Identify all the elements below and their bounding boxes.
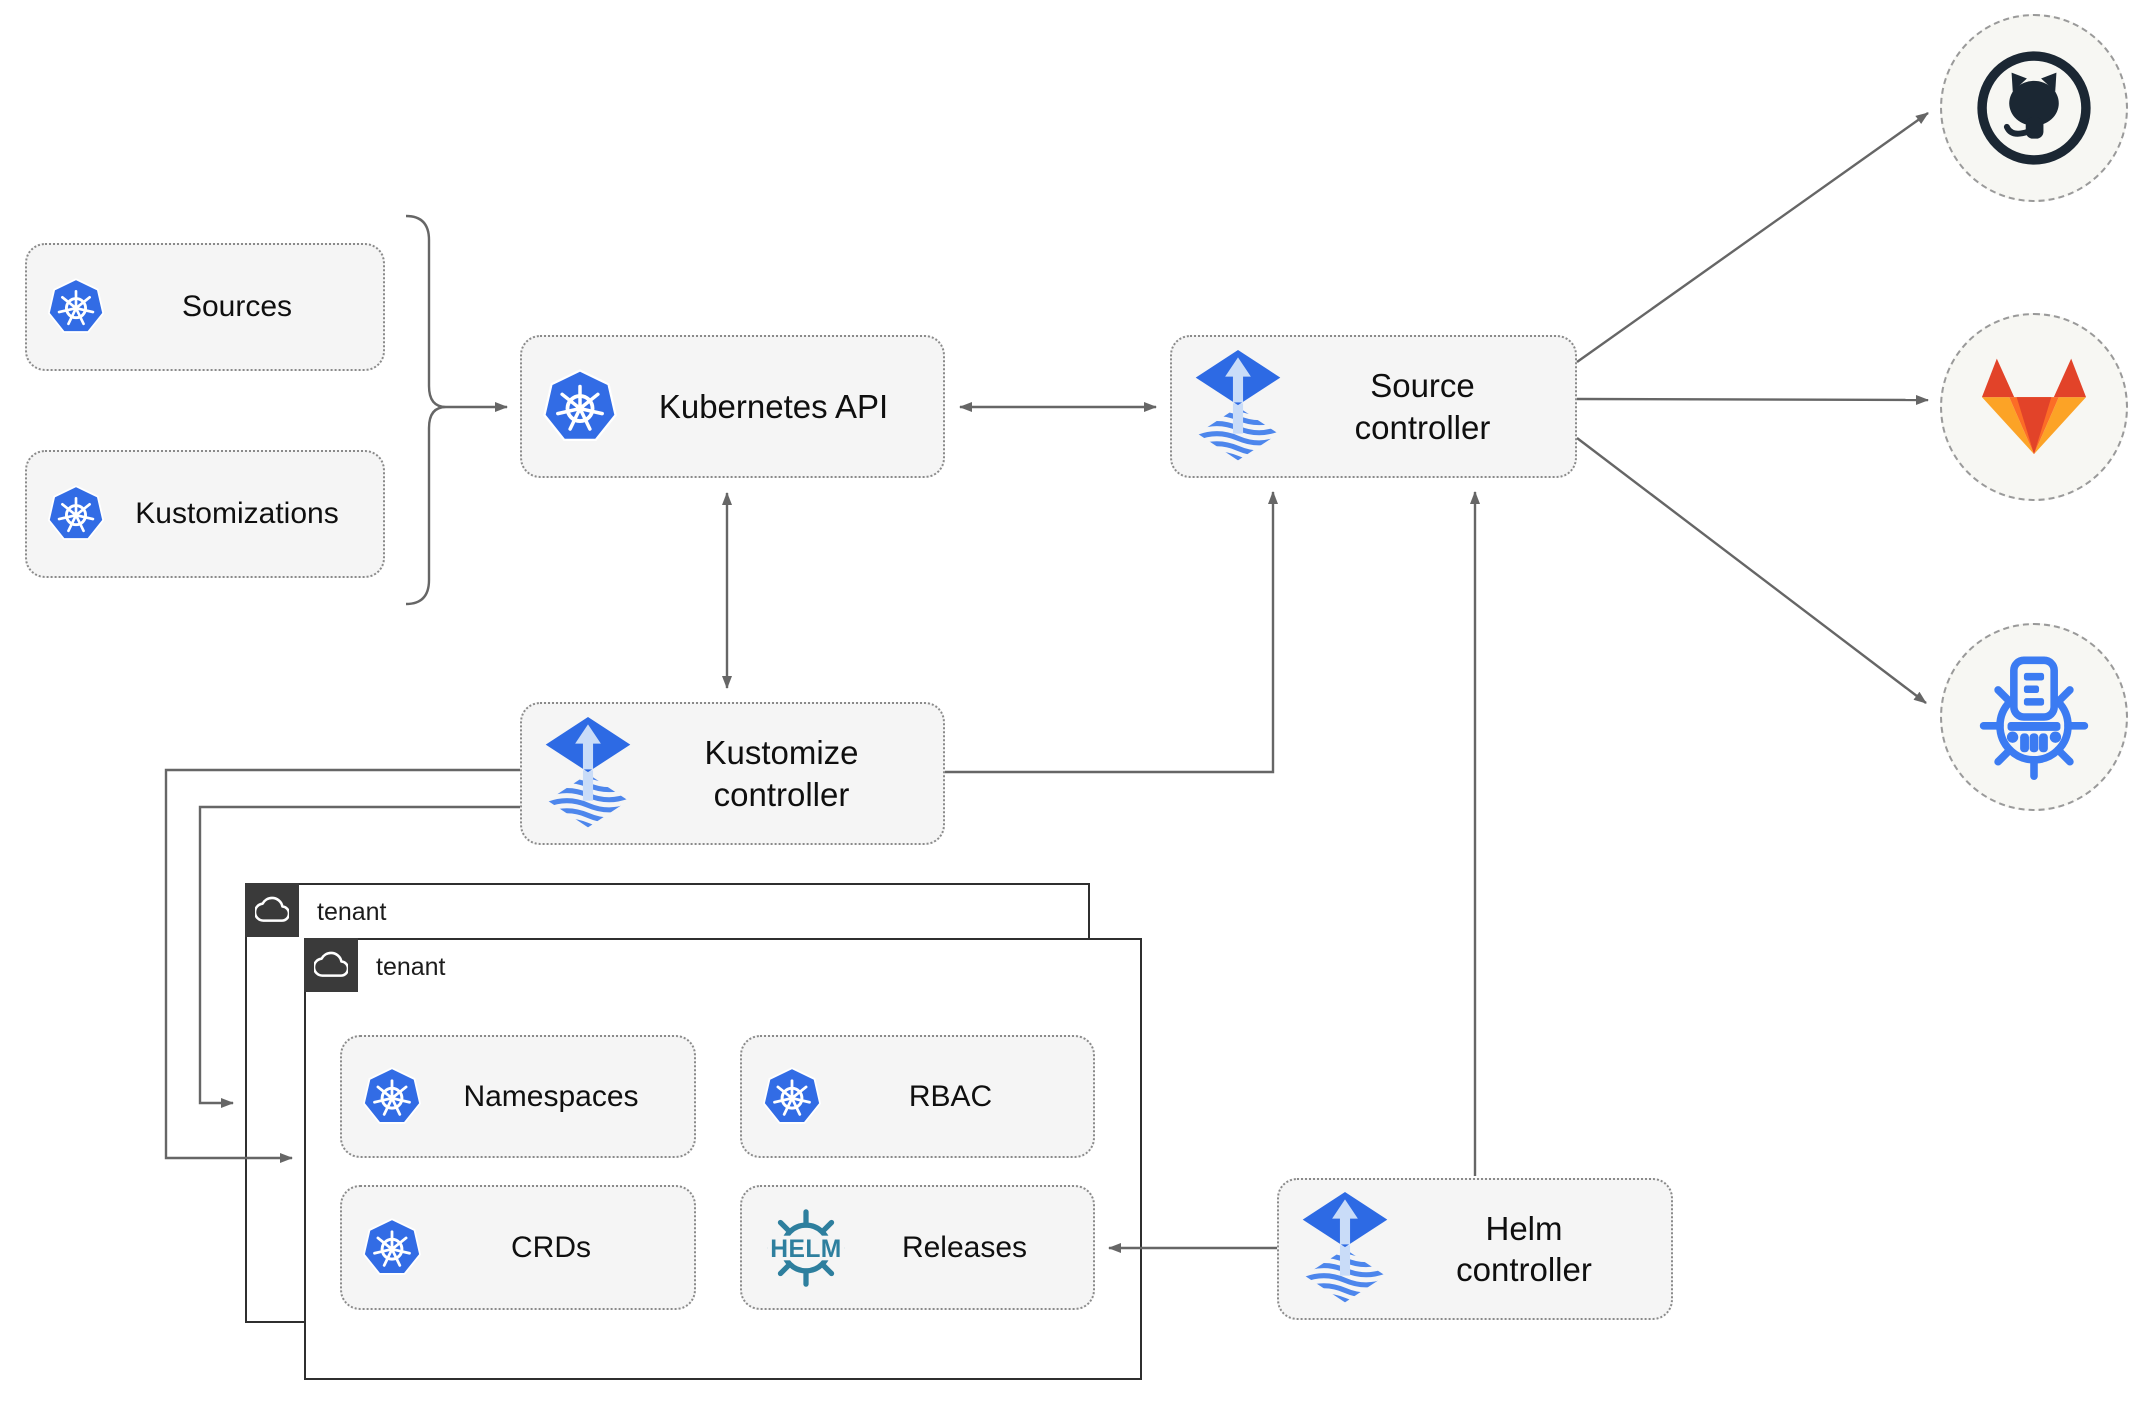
- node-label: Namespaces: [463, 1079, 639, 1113]
- node-namespaces: Namespaces: [340, 1035, 696, 1158]
- flux-icon: [1299, 1192, 1391, 1306]
- gitlab-icon: [1972, 350, 2096, 464]
- edge-kustomize-controller-to-source-controller: [945, 491, 1278, 774]
- node-label: Kustomize controller: [704, 734, 859, 813]
- node-label: Helm controller: [1456, 1209, 1592, 1288]
- github-icon: [1975, 49, 2093, 167]
- external-registry: [1940, 623, 2128, 811]
- edge-source-controller-to-registry: [1576, 437, 1927, 704]
- flux-icon: [542, 717, 634, 831]
- kubernetes-icon: [47, 278, 105, 336]
- node-kubernetes-api: Kubernetes API: [520, 335, 945, 478]
- node-label: Releases: [901, 1230, 1028, 1264]
- node-label: Kubernetes API: [658, 387, 889, 425]
- edge-source-controller-to-github: [1576, 112, 1929, 363]
- node-label: Source controller: [1354, 367, 1491, 446]
- kubernetes-icon: [542, 369, 618, 445]
- node-label: Sources: [181, 290, 293, 324]
- external-github: [1940, 14, 2128, 202]
- tenant-label: tenant: [317, 898, 387, 926]
- kubernetes-icon: [362, 1067, 422, 1127]
- tenant-tab: [245, 883, 299, 937]
- node-sources: Sources: [25, 243, 385, 371]
- helm-wheel-icon: [762, 1204, 850, 1292]
- node-rbac: RBAC: [740, 1035, 1095, 1158]
- cloud-icon: [255, 895, 289, 925]
- kubernetes-icon: [47, 485, 105, 543]
- tenant-label: tenant: [376, 953, 446, 981]
- registry-icon: [1971, 654, 2097, 780]
- node-releases: Releases: [740, 1185, 1095, 1310]
- cloud-icon: [314, 950, 348, 980]
- kubernetes-icon: [362, 1218, 422, 1278]
- brace-sources-kustomizations: [405, 214, 447, 606]
- node-kustomizations: Kustomizations: [25, 450, 385, 578]
- kubernetes-icon: [762, 1067, 822, 1127]
- external-gitlab: [1940, 313, 2128, 501]
- node-source-controller: Source controller: [1170, 335, 1577, 478]
- node-label: RBAC: [908, 1079, 993, 1113]
- tenant-tab: [304, 938, 358, 992]
- node-label: CRDs: [511, 1230, 591, 1264]
- node-label: Kustomizations: [135, 497, 339, 531]
- flux-icon: [1192, 350, 1284, 464]
- tenant-box-front: tenant: [304, 938, 1142, 1380]
- node-crds: CRDs: [340, 1185, 696, 1310]
- node-kustomize-controller: Kustomize controller: [520, 702, 945, 845]
- edge-source-controller-to-gitlab: [1576, 394, 1929, 405]
- node-helm-controller: Helm controller: [1277, 1178, 1673, 1320]
